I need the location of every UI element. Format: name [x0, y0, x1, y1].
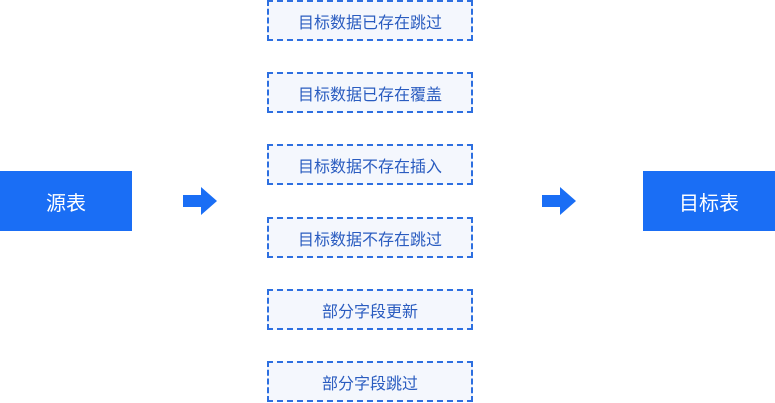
source-table-box: 源表 — [0, 171, 132, 231]
option-overwrite-if-exists: 目标数据已存在覆盖 — [267, 72, 473, 113]
option-label: 部分字段跳过 — [321, 373, 418, 393]
target-table-box: 目标表 — [643, 171, 775, 231]
option-label: 目标数据不存在插入 — [297, 156, 442, 176]
arrow-right-icon — [183, 187, 217, 215]
option-skip-if-not-exists: 目标数据不存在跳过 — [267, 217, 473, 258]
option-partial-field-update: 部分字段更新 — [267, 289, 473, 330]
option-label: 目标数据不存在跳过 — [297, 229, 442, 249]
option-label: 部分字段更新 — [321, 301, 418, 321]
option-insert-if-not-exists: 目标数据不存在插入 — [267, 144, 473, 185]
option-label: 目标数据已存在跳过 — [297, 12, 442, 32]
source-table-label: 源表 — [46, 190, 86, 215]
arrow-right-icon — [542, 187, 576, 215]
option-label: 目标数据已存在覆盖 — [297, 84, 442, 104]
option-skip-if-exists: 目标数据已存在跳过 — [267, 0, 473, 41]
option-partial-field-skip: 部分字段跳过 — [267, 361, 473, 402]
target-table-label: 目标表 — [679, 190, 739, 215]
